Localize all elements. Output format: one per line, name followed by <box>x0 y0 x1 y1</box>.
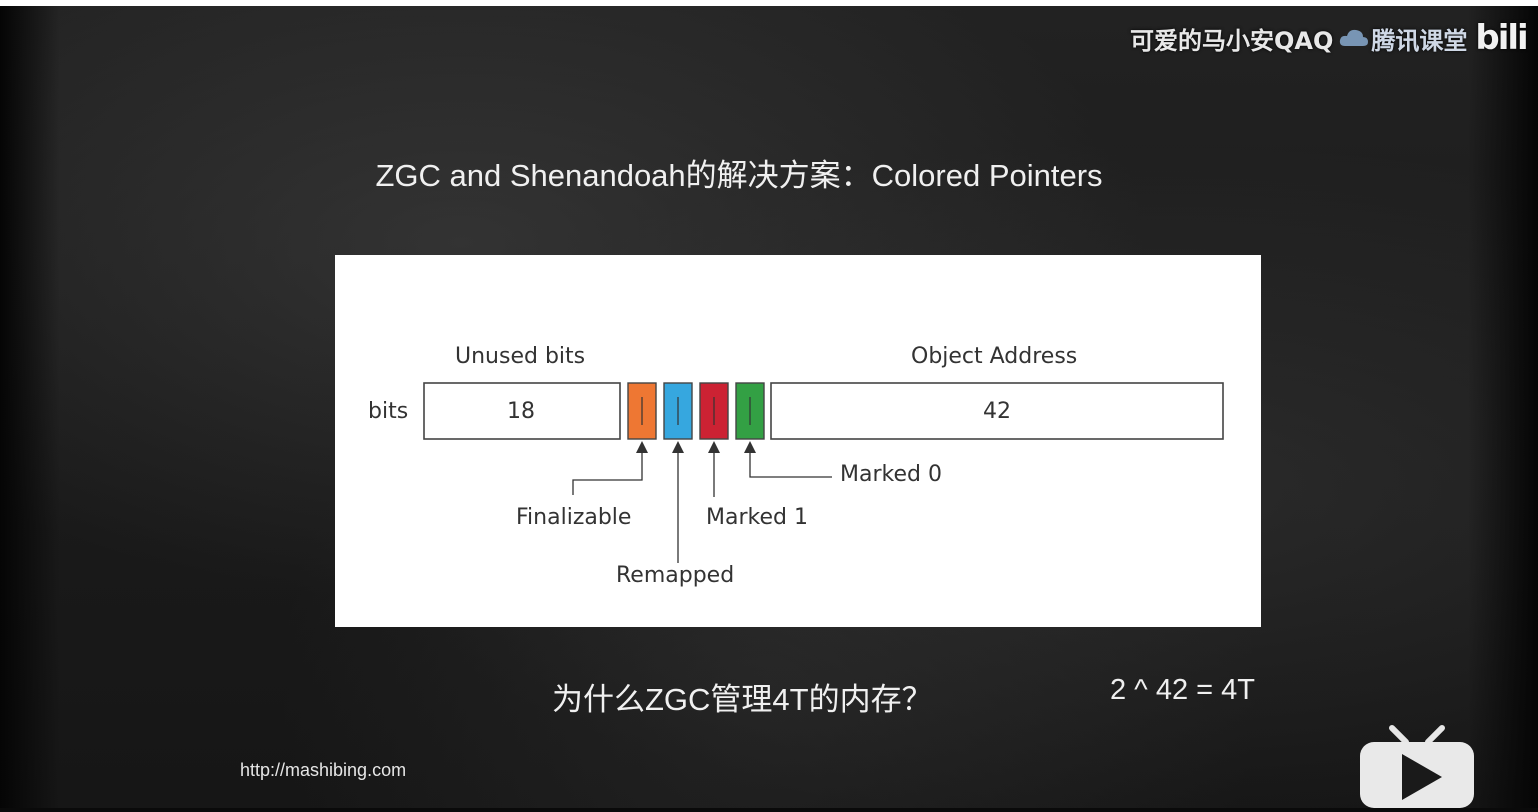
bits-row-label: bits <box>368 399 409 424</box>
unused-bits-header: Unused bits <box>455 344 586 369</box>
marked0-arrow <box>749 453 832 478</box>
watermark: 可爱的马小安QAQ 腾讯课堂 bili <box>1130 18 1529 58</box>
finalizable-arrowhead <box>636 441 648 453</box>
bilibili-logo: bili <box>1475 18 1528 58</box>
tencent-classroom-text: 腾讯课堂 <box>1371 26 1468 55</box>
remapped-arrowhead <box>672 441 684 453</box>
object-address-value: 42 <box>983 399 1011 424</box>
unused-bits-value: 18 <box>507 399 535 424</box>
top-border <box>0 0 1538 6</box>
marked0-label: Marked 0 <box>840 462 942 487</box>
question-text: 为什么ZGC管理4T的内存？ <box>552 682 933 717</box>
object-address-box <box>770 382 1224 440</box>
diagram-drawing <box>423 382 1224 563</box>
left-vignette <box>0 0 60 808</box>
remapped-bit <box>663 382 693 440</box>
marked1-arrowhead <box>708 441 720 453</box>
formula-text: 2 ^ 42 = 4T <box>1110 674 1255 706</box>
slide-title: ZGC and Shenandoah的解决方案：Colored Pointers <box>0 150 1538 195</box>
tencent-cloud-icon <box>1340 29 1369 46</box>
uploader-name: 可爱的马小安QAQ <box>1130 26 1334 55</box>
marked0-arrowhead <box>744 441 756 453</box>
marked1-label: Marked 1 <box>706 505 808 530</box>
object-address-header: Object Address <box>911 344 1078 369</box>
remapped-label: Remapped <box>616 563 735 588</box>
slide-title-text: ZGC and Shenandoah的解决方案：Colored Pointers <box>375 158 1103 193</box>
finalizable-label: Finalizable <box>516 505 632 530</box>
play-icon <box>1360 725 1474 808</box>
play-button[interactable] <box>1358 722 1476 808</box>
tencent-classroom-logo: 腾讯课堂 <box>1339 21 1467 56</box>
unused-bits-box <box>423 382 621 440</box>
right-vignette <box>1468 0 1538 808</box>
source-url: http://mashibing.com <box>240 760 407 780</box>
colored-pointer-diagram: Unused bits Object Address bits 18 42 Ma… <box>335 255 1261 627</box>
finalizable-arrow <box>572 453 643 495</box>
